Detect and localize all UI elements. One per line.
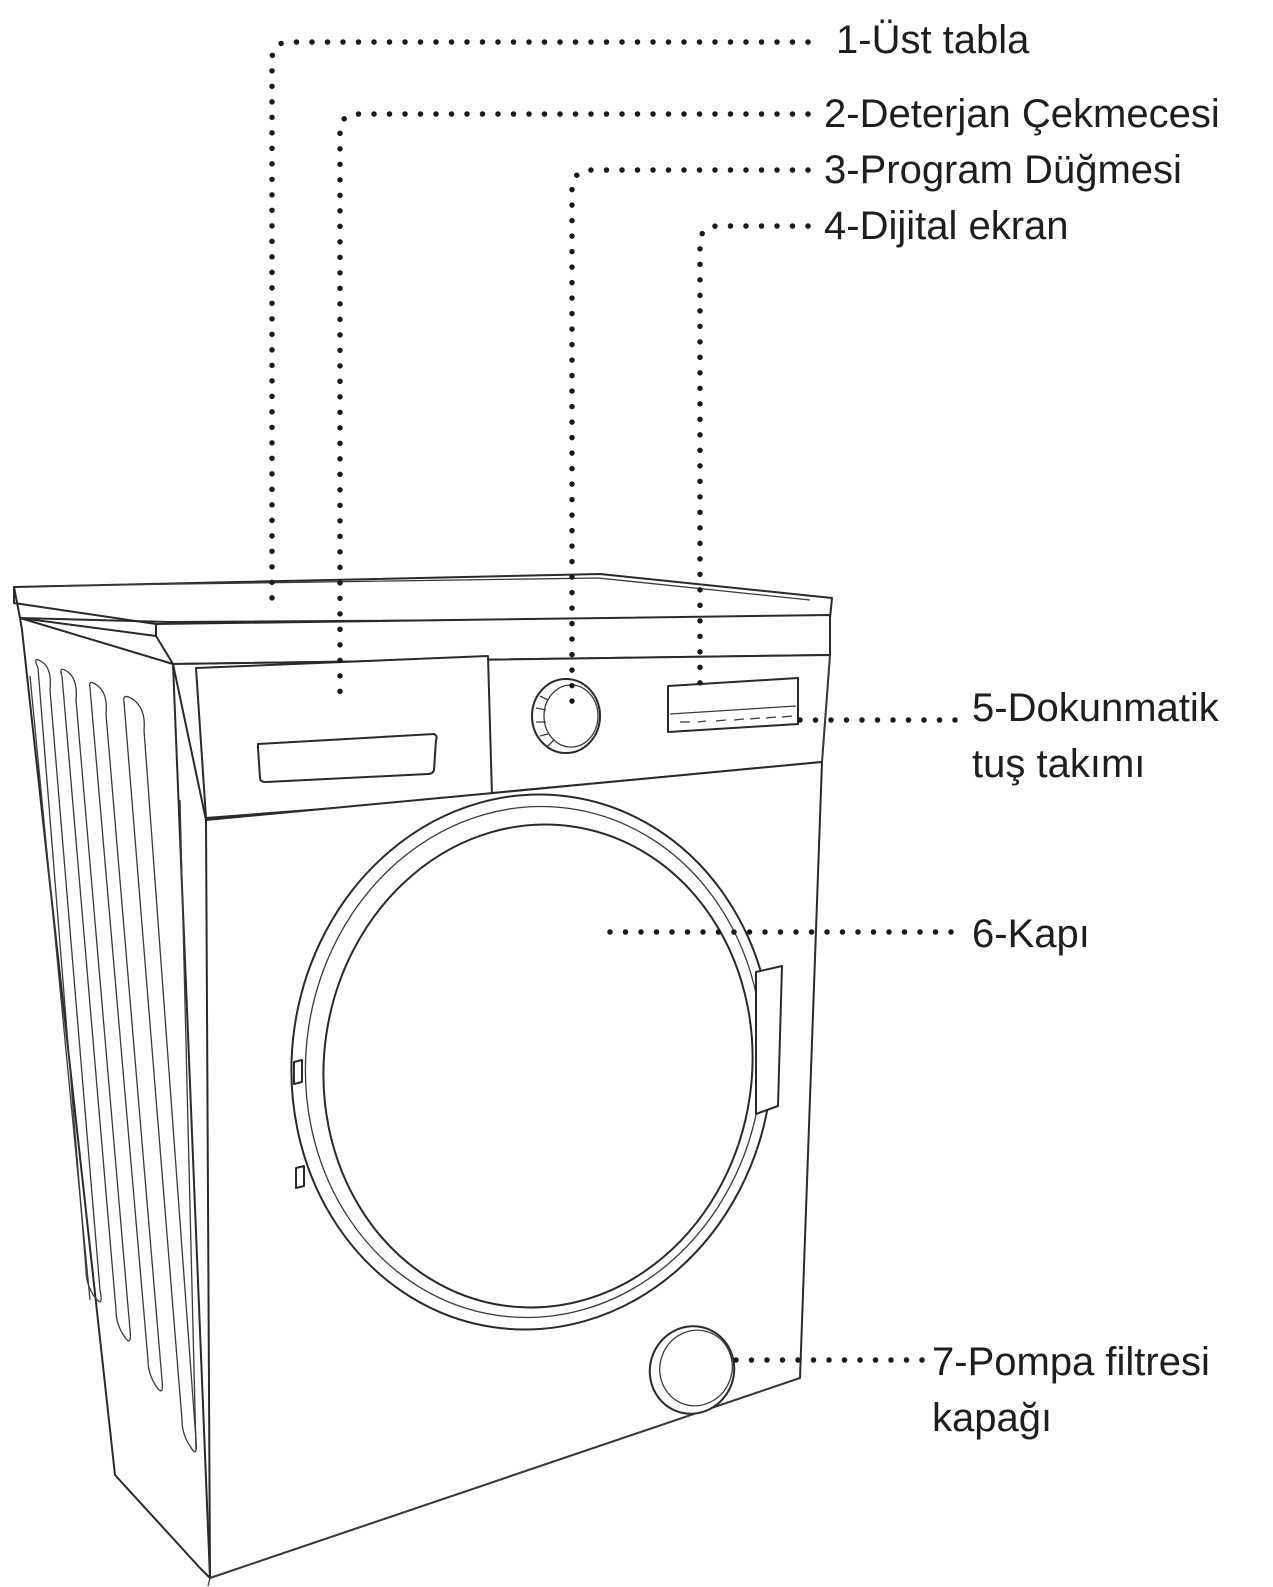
- leader-line-top-panel: [269, 39, 811, 601]
- washing-machine-illustration: [13, 573, 833, 1587]
- program-knob-shape: [531, 678, 601, 754]
- detergent-drawer-shape: [195, 655, 493, 819]
- label-program-knob: 3-Program Düğmesi: [824, 148, 1182, 192]
- label-door: 6-Kapı: [972, 912, 1090, 956]
- leader-line-detergent-drawer: [337, 111, 811, 703]
- leader-line-program-knob: [569, 167, 811, 705]
- side-panel-shape: [19, 617, 211, 1579]
- pump-filter-cover-shape: [648, 1325, 736, 1415]
- label-digital-display: 4-Dijital ekran: [824, 204, 1069, 248]
- label-touch-keypad: 5-Dokunmatik tuş takımı: [972, 686, 1219, 786]
- leader-lines: [269, 39, 969, 1363]
- display-shape: [667, 677, 799, 733]
- door-shape: [290, 793, 783, 1331]
- label-top-panel: 1-Üst tabla: [836, 18, 1030, 62]
- label-pump-filter-cover: 7-Pompa filtresi kapağı: [932, 1340, 1210, 1440]
- control-panel-shape: [172, 654, 831, 821]
- label-detergent-drawer: 2-Deterjan Çekmecesi: [824, 92, 1220, 136]
- top-panel-shape: [13, 573, 833, 665]
